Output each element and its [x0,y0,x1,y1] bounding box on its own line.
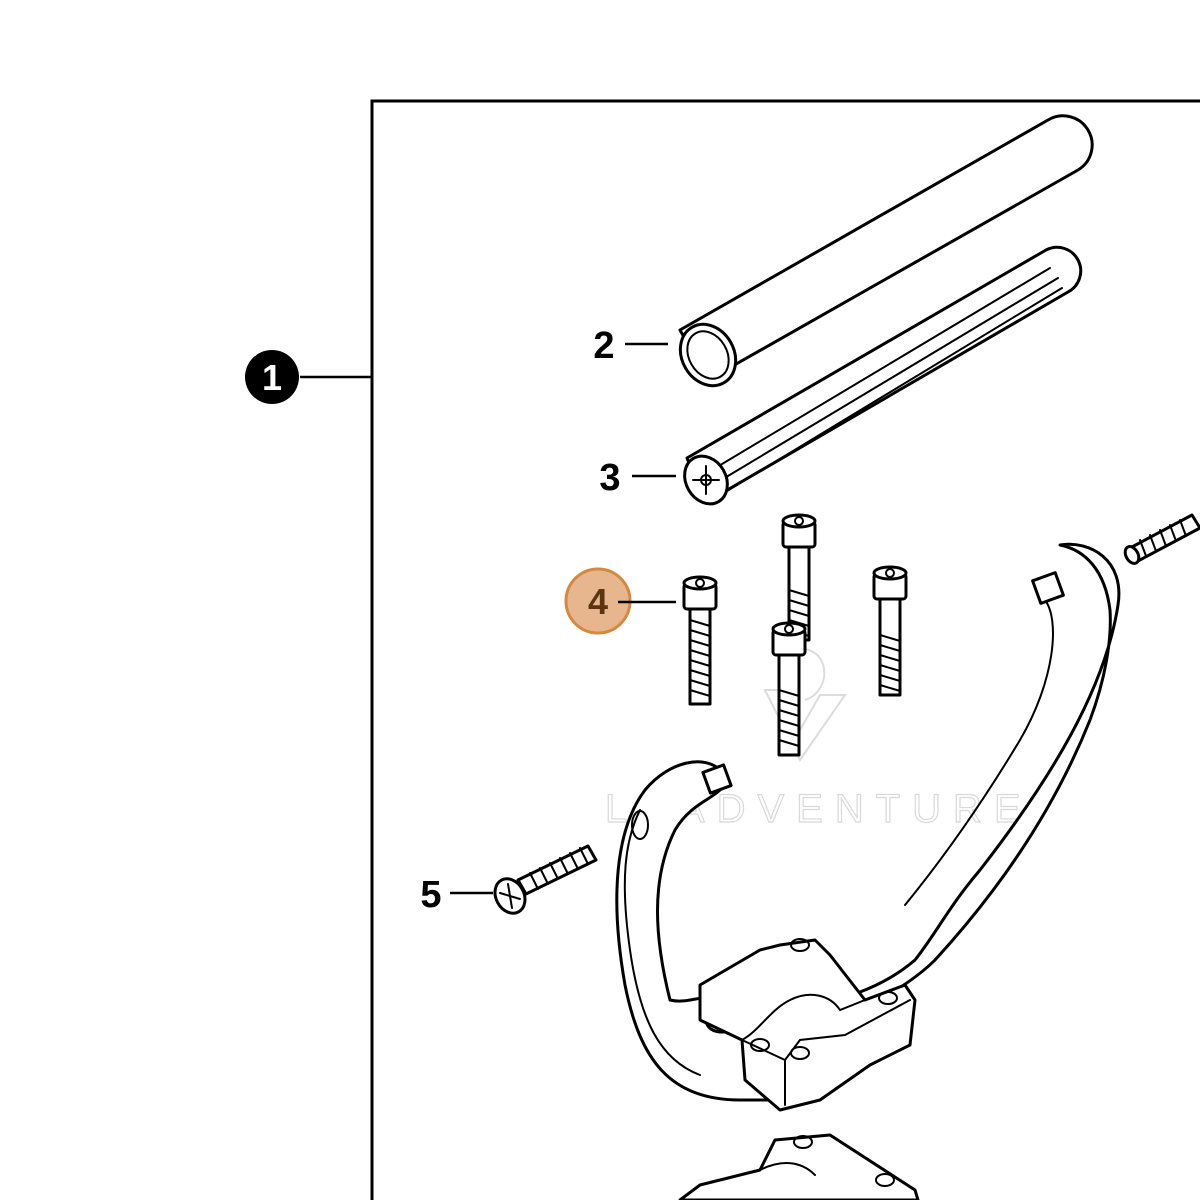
tube-end-outer [678,322,738,388]
callout-4-label: 4 [588,581,608,622]
threaded-stud[interactable] [1122,513,1200,566]
part-4-screw-b[interactable] [781,513,817,642]
clamp-hole-2 [878,991,898,1005]
callout-1-badge [245,350,299,404]
part-5-screw[interactable] [489,844,598,918]
handle-hole-left [631,810,649,840]
callout-5[interactable]: 5 [420,874,493,916]
part-3-splined-rod[interactable] [676,245,1083,511]
clamp-hole-4 [790,1046,810,1060]
part-2-tube[interactable] [669,114,1094,396]
clamp-hole-1 [790,938,810,952]
callout-3[interactable]: 3 [599,457,676,499]
callout-4-highlighted[interactable]: 4 [564,567,676,635]
lower-clamp-half[interactable] [678,1133,920,1200]
handle-clamp[interactable] [698,938,917,1112]
part-4-screw-a[interactable] [682,575,718,706]
callout-1-label: 1 [262,357,282,398]
handle-stub-left [701,763,733,795]
loop-handle[interactable] [615,542,1121,1102]
part-4-screw-c[interactable] [872,565,908,697]
clamp-hole-3 [750,1038,770,1052]
callout-5-label: 5 [420,874,441,916]
watermark-logo-icon [763,689,847,762]
handle-stub-right [1031,571,1065,605]
tube-end-inner [686,330,730,380]
callout-3-label: 3 [599,457,620,499]
callout-2-label: 2 [593,325,614,367]
callout-1[interactable]: 1 [245,350,372,404]
callout-2[interactable]: 2 [593,325,668,367]
part-4-screw-d[interactable] [771,621,807,757]
group-bracket-frame [370,99,1200,1200]
